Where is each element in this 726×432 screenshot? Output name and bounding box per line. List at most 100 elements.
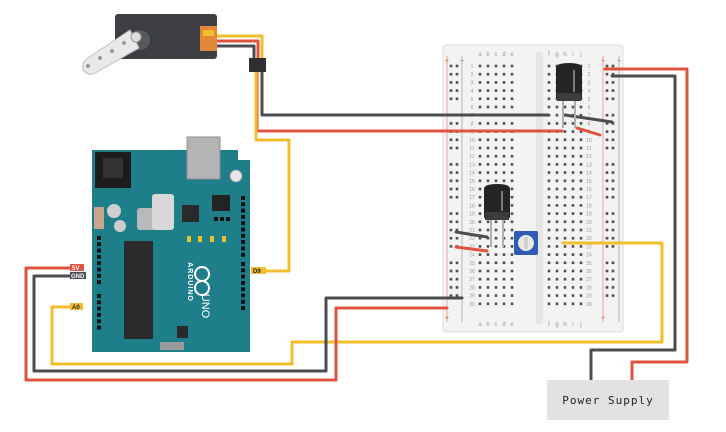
rail-hole	[611, 245, 615, 248]
arduino-gnd-wire	[32, 274, 464, 373]
breadboard-hole	[571, 302, 575, 306]
breadboard-hole	[547, 302, 551, 306]
breadboard-hole	[478, 163, 482, 166]
rail-hole	[449, 171, 453, 174]
rail-hole	[605, 261, 609, 265]
breadboard-hole	[502, 138, 506, 142]
breadboard-hole	[547, 154, 551, 158]
breadboard-hole	[494, 286, 498, 289]
rail-hole	[449, 89, 453, 92]
rail-hole	[449, 261, 453, 265]
rail-hole	[611, 220, 615, 224]
header-pin	[241, 268, 245, 273]
rail-hole	[455, 236, 459, 240]
breadboard-hole	[486, 261, 490, 265]
breadboard-hole	[579, 195, 583, 199]
breadboard-hole	[494, 302, 498, 306]
breadboard-hole	[547, 195, 551, 199]
row-number: 6	[588, 105, 591, 111]
breadboard-hole	[547, 138, 551, 142]
breadboard-hole	[502, 72, 506, 76]
breadboard-hole	[571, 171, 575, 174]
jumper-red-mid	[454, 245, 489, 253]
rail-hole	[455, 277, 459, 281]
breadboard-hole	[486, 286, 490, 289]
breadboard-hole	[563, 122, 567, 125]
row-number: 2	[588, 72, 591, 78]
rail-hole	[611, 236, 615, 240]
header-pin	[97, 306, 101, 311]
rail-hole	[611, 179, 615, 183]
breadboard-hole	[579, 105, 583, 109]
rail-hole	[611, 277, 615, 281]
header-pin	[241, 287, 245, 292]
breadboard-hole	[579, 146, 583, 150]
breadboard-hole	[547, 72, 551, 76]
breadboard-hole	[510, 204, 514, 207]
breadboard-hole	[571, 146, 575, 150]
breadboard-hole	[478, 204, 482, 207]
rail-hole	[605, 97, 609, 101]
header-pin	[97, 300, 101, 305]
breadboard-hole	[494, 245, 498, 248]
breadboard-hole	[571, 245, 575, 248]
breadboard-hole	[478, 277, 482, 281]
row-number: 20	[469, 220, 475, 226]
breadboard-hole	[571, 204, 575, 207]
rail-hole	[605, 89, 609, 92]
rail-hole	[611, 138, 615, 142]
breadboard-hole	[478, 97, 482, 101]
rail-hole	[449, 187, 453, 191]
breadboard-hole	[486, 277, 490, 281]
rail-hole	[611, 113, 615, 117]
rail-hole	[611, 89, 615, 92]
breadboard-hole	[547, 294, 551, 297]
breadboard-hole	[478, 195, 482, 199]
breadboard-hole	[502, 302, 506, 306]
breadboard-hole	[579, 171, 583, 174]
rail-hole	[611, 97, 615, 101]
breadboard-hole	[579, 212, 583, 215]
breadboard-hole	[510, 245, 514, 248]
rail-hole	[455, 146, 459, 150]
breadboard-hole	[510, 105, 514, 109]
breadboard-hole	[555, 236, 559, 240]
breadboard-hole	[555, 294, 559, 297]
breadboard-hole	[502, 163, 506, 166]
breadboard-hole	[571, 195, 575, 199]
breadboard-hole	[563, 171, 567, 174]
row-number: 16	[469, 187, 475, 193]
breadboard-hole	[478, 171, 482, 174]
breadboard-hole	[555, 163, 559, 166]
row-number: 24	[469, 253, 475, 259]
row-number: 1	[588, 64, 591, 70]
header-pin	[97, 294, 101, 298]
header-pin	[97, 273, 101, 278]
rail-hole	[605, 130, 609, 133]
breadboard-hole	[478, 261, 482, 265]
breadboard-hole	[579, 269, 583, 273]
rail-hole	[455, 97, 459, 101]
breadboard-hole	[563, 138, 567, 142]
rail-hole	[455, 294, 459, 297]
rail-hole	[449, 163, 453, 166]
breadboard-hole	[486, 179, 490, 183]
breadboard-hole	[563, 179, 567, 183]
rail-hole	[605, 269, 609, 273]
rail-hole	[605, 179, 609, 183]
row-number: 19	[586, 212, 592, 218]
rail-hole	[611, 81, 615, 84]
breadboard-hole	[555, 253, 559, 256]
breadboard-hole	[494, 122, 498, 125]
breadboard-hole	[571, 212, 575, 215]
breadboard-hole	[510, 81, 514, 84]
rail-hole	[611, 261, 615, 265]
breadboard-hole	[510, 179, 514, 183]
row-number: 28	[469, 285, 475, 291]
breadboard-hole	[478, 64, 482, 68]
breadboard-hole	[502, 286, 506, 289]
breadboard-hole	[510, 97, 514, 101]
breadboard-hole	[486, 89, 490, 92]
row-number: 9	[471, 130, 474, 136]
breadboard-hole	[478, 146, 482, 150]
